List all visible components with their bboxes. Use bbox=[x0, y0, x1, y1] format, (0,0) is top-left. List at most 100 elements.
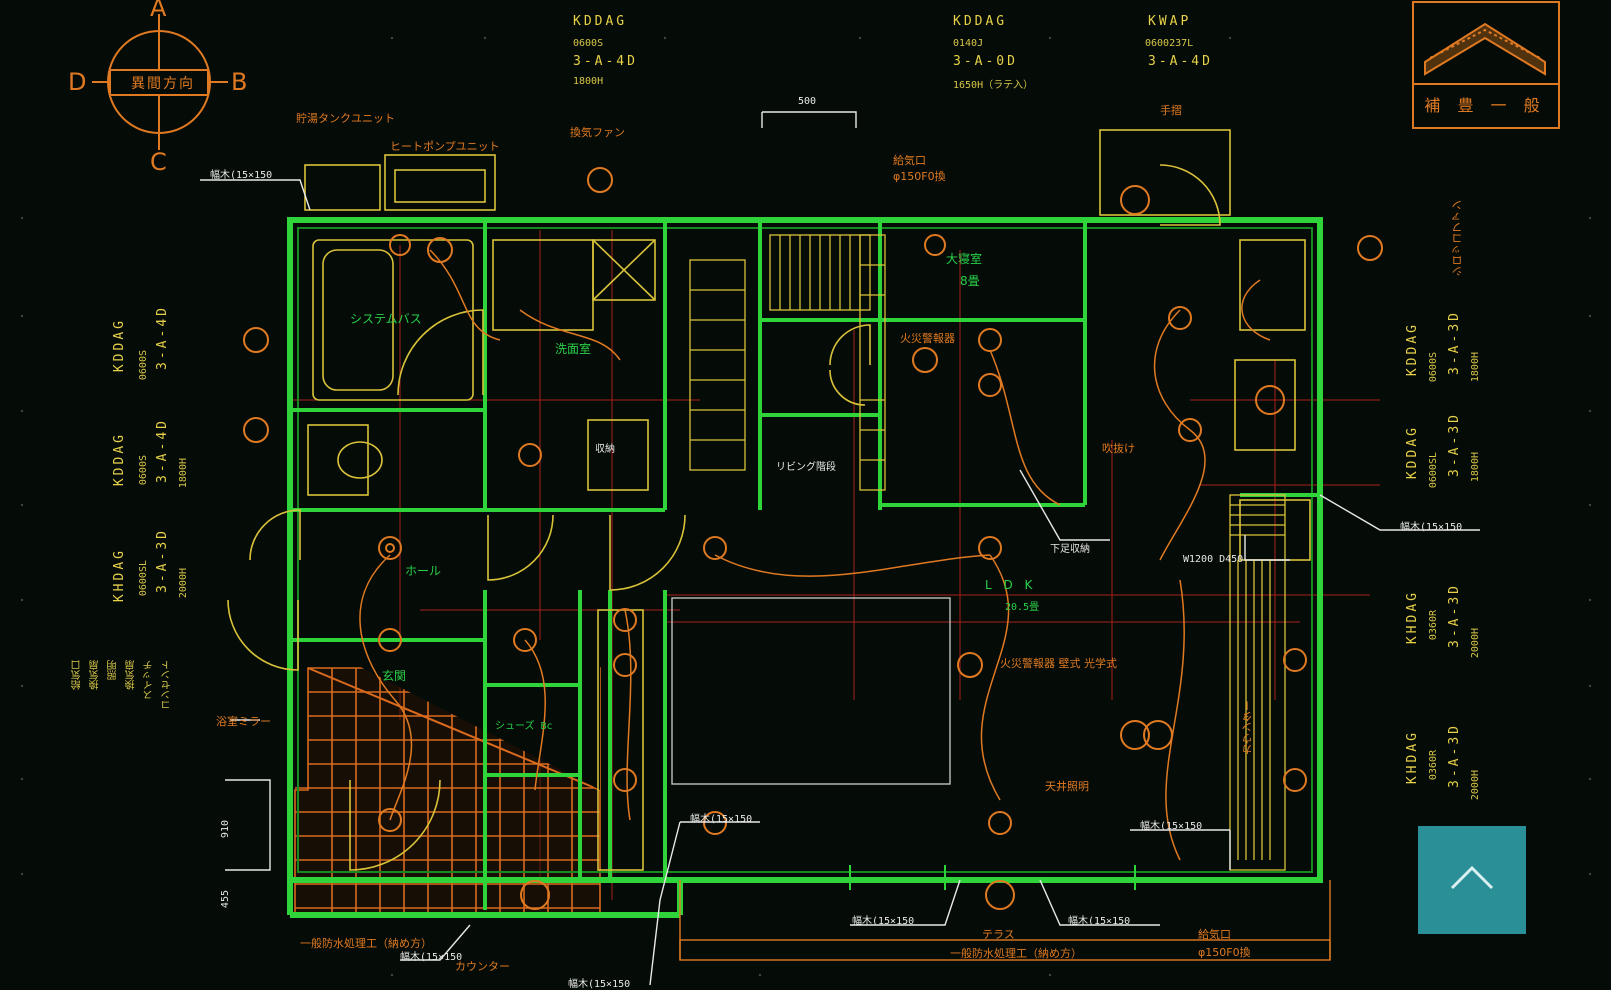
background-dots bbox=[20, 36, 1592, 977]
stamp-label: 補 豊 一 般 bbox=[1424, 96, 1546, 115]
note-duct: 下足収納 bbox=[1050, 544, 1090, 555]
unit-model: KHDAG bbox=[1405, 590, 1420, 645]
unit-size: 1650H（ラテ入） bbox=[953, 80, 1034, 91]
label-handrail: 手摺 bbox=[1160, 104, 1182, 117]
unit-code: 0600S bbox=[1428, 352, 1439, 383]
unit-size: 2000H bbox=[1470, 628, 1481, 659]
note-terrace: テラス bbox=[982, 928, 1015, 941]
note-duct: 幅木(15×150 bbox=[852, 916, 915, 927]
dimension-side: 455 bbox=[220, 890, 231, 909]
note-duct: 幅木(15×150 bbox=[568, 979, 631, 990]
room-label-counter-right: カウンター bbox=[1241, 700, 1254, 755]
leader-lines bbox=[200, 111, 1480, 986]
dimension-side: 910 bbox=[220, 820, 231, 839]
green-ticks bbox=[849, 865, 1136, 890]
note-bottom: 一般防水処理工（納め方） bbox=[950, 947, 1082, 960]
note-air-inlet: 給気口 bbox=[1198, 928, 1231, 941]
note-duct: 幅木(15×150 bbox=[690, 814, 753, 825]
label-ceiling-light: 天井照明 bbox=[1045, 780, 1089, 793]
note-air-inlet-size: φ150F0換 bbox=[1198, 946, 1251, 959]
room-label-ldk: L D K bbox=[985, 578, 1037, 592]
stamp-box bbox=[1412, 1, 1560, 129]
unit-code: 0600S bbox=[138, 455, 149, 486]
interior-walls bbox=[290, 220, 1320, 910]
ldk-outline bbox=[671, 597, 1331, 961]
unit-spec: 3-A-4D bbox=[155, 418, 170, 483]
room-label-washroom: 洗面室 bbox=[555, 342, 592, 356]
unit-size: 2000H bbox=[1470, 770, 1481, 801]
unit-code: 0600SL bbox=[138, 560, 149, 597]
unit-code: 0600S bbox=[138, 350, 149, 381]
room-label-entrance: 玄関 bbox=[382, 669, 407, 683]
unit-model: KDDAG bbox=[573, 14, 628, 29]
compass-east: B bbox=[231, 68, 248, 96]
legend-item: 照明 bbox=[108, 660, 119, 680]
legend-item: 換気扇 bbox=[90, 660, 101, 690]
unit-spec: 3-A-4D bbox=[573, 54, 638, 69]
legend-item: 給気口 bbox=[72, 660, 83, 690]
label-vent-opening: 給気口 bbox=[893, 154, 926, 167]
unit-spec: 3-A-3D bbox=[1447, 723, 1462, 788]
label-counter-size: W1200 D450 bbox=[1183, 554, 1244, 565]
unit-spec: 3-A-4D bbox=[155, 305, 170, 370]
stairs bbox=[689, 234, 1286, 871]
unit-spec: 3-A-4D bbox=[1148, 54, 1213, 69]
label-water-heater: 貯湯タンクユニット bbox=[296, 112, 395, 125]
label-smoke-alarm-2: 火災警報器 壁式 光学式 bbox=[1000, 657, 1117, 670]
note-duct: 幅木(15×150 bbox=[1400, 522, 1463, 533]
unit-code: 0140J bbox=[953, 38, 984, 49]
unit-size: 1800H bbox=[1470, 352, 1481, 383]
note-handrail-2: 吹抜け bbox=[1102, 442, 1135, 455]
note-duct: 幅木(15×150 bbox=[1140, 821, 1203, 832]
unit-size: 1800H bbox=[178, 458, 189, 489]
unit-size: 1800H bbox=[1470, 452, 1481, 483]
unit-size: 1800H bbox=[573, 76, 604, 87]
room-label-counter: カウンター bbox=[455, 960, 510, 973]
dimension-top: 500 bbox=[798, 96, 817, 107]
label-heat-pump: ヒートポンプユニット bbox=[390, 140, 500, 153]
room-label-storage: 収納 bbox=[595, 444, 615, 455]
compass-north: A bbox=[150, 0, 167, 22]
unit-model: KDDAG bbox=[112, 318, 127, 373]
label-sirocco-fan: シロッコファン bbox=[1451, 200, 1464, 277]
unit-spec: 3-A-3D bbox=[1447, 583, 1462, 648]
compass-label: 異間方向 bbox=[131, 76, 195, 92]
unit-spec: 3-A-3D bbox=[155, 528, 170, 593]
unit-model: KDDAG bbox=[112, 432, 127, 487]
unit-code: 0360R bbox=[1428, 610, 1439, 641]
wiring bbox=[359, 249, 1271, 861]
label-vent-fan: 換気ファン bbox=[570, 126, 625, 139]
unit-model: KDDAG bbox=[1405, 322, 1420, 377]
room-label-japanese-room-size: 8畳 bbox=[960, 274, 980, 288]
unit-model: KDDAG bbox=[1405, 425, 1420, 480]
scroll-to-top-button[interactable] bbox=[1418, 826, 1526, 934]
room-label-japanese-room: 大寝室 bbox=[946, 252, 983, 266]
light-fixtures bbox=[243, 167, 1383, 910]
note-left: 浴室ミラー bbox=[216, 715, 271, 728]
room-label-living-stair: リビング階段 bbox=[776, 462, 836, 473]
compass-west: D bbox=[68, 68, 87, 96]
note-duct: 幅木(15×150 bbox=[1068, 916, 1131, 927]
unit-model: KWAP bbox=[1148, 14, 1192, 29]
unit-model: KHDAG bbox=[1405, 730, 1420, 785]
unit-code: 0600SL bbox=[1428, 452, 1439, 489]
legend-item: コンセント bbox=[162, 660, 173, 710]
label-smoke-alarm: 火災警報器 bbox=[900, 332, 955, 345]
unit-code: 0360R bbox=[1428, 750, 1439, 781]
legend-item: 換気扇 bbox=[126, 660, 137, 690]
note-bottom-left: 一般防水処理工（納め方） bbox=[300, 937, 432, 950]
unit-spec: 3-A-3D bbox=[1447, 310, 1462, 375]
legend-item: スイッチ bbox=[144, 660, 155, 700]
unit-model: KDDAG bbox=[953, 14, 1008, 29]
unit-spec: 3-A-3D bbox=[1447, 412, 1462, 477]
note-duct: 幅木(15×150 bbox=[210, 170, 273, 181]
compass-south: C bbox=[150, 148, 167, 176]
unit-code: 0600S bbox=[573, 38, 604, 49]
exterior-walls-inner bbox=[297, 227, 1313, 873]
compass-symbol bbox=[92, 14, 228, 150]
unit-size: 2000H bbox=[178, 568, 189, 599]
room-label-bath: システムバス bbox=[350, 312, 422, 326]
room-label-ldk-size: 20.5畳 bbox=[1005, 602, 1040, 613]
unit-spec: 3-A-0D bbox=[953, 54, 1018, 69]
